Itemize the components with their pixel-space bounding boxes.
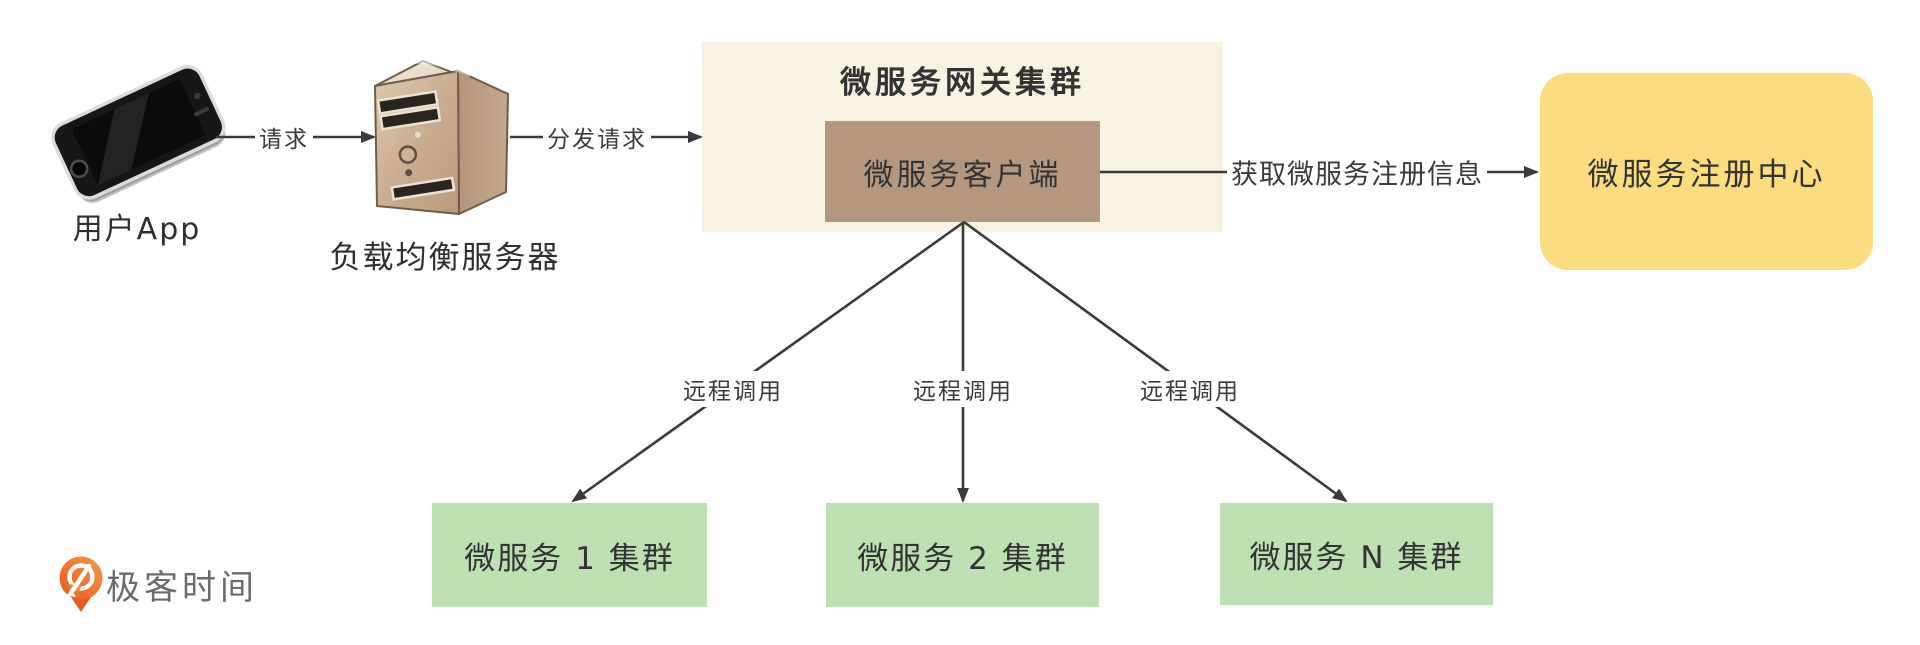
- edge-dispatch-label: 分发请求: [543, 119, 651, 155]
- geektime-logo-icon: [59, 556, 103, 612]
- gateway-client-box: 微服务客户端: [825, 121, 1100, 222]
- load-balancer-label: 负载均衡服务器: [329, 240, 561, 276]
- edge-request-label: 请求: [255, 119, 313, 155]
- registry-center-label: 微服务注册中心: [1587, 157, 1826, 193]
- user-app-label: 用户App: [72, 212, 202, 247]
- load-balancer-server-icon: [374, 59, 509, 215]
- service-1-cluster-box: 微服务 1 集群: [432, 503, 707, 607]
- edge-rpc-2-label: 远程调用: [909, 371, 1017, 407]
- service-n-cluster-label: 微服务 N 集群: [1249, 539, 1464, 576]
- service-1-cluster-label: 微服务 1 集群: [464, 540, 675, 577]
- service-n-cluster-box: 微服务 N 集群: [1220, 503, 1493, 605]
- service-2-cluster-label: 微服务 2 集群: [857, 540, 1068, 577]
- edge-rpc-1-arrow: [571, 220, 965, 503]
- edge-fetch-registry-label: 获取微服务注册信息: [1227, 151, 1487, 193]
- gateway-cluster-title: 微服务网关集群: [840, 65, 1085, 101]
- gateway-client-label: 微服务客户端: [863, 157, 1062, 193]
- service-2-cluster-box: 微服务 2 集群: [826, 503, 1099, 607]
- edge-rpc-3-label: 远程调用: [1136, 371, 1244, 407]
- edge-rpc-3-arrow: [963, 220, 1348, 503]
- user-app-phone-icon: [51, 65, 226, 203]
- edge-rpc-1-label: 远程调用: [679, 371, 787, 407]
- registry-center-box: 微服务注册中心: [1540, 73, 1873, 270]
- geektime-logo-text: 极客时间: [106, 568, 258, 608]
